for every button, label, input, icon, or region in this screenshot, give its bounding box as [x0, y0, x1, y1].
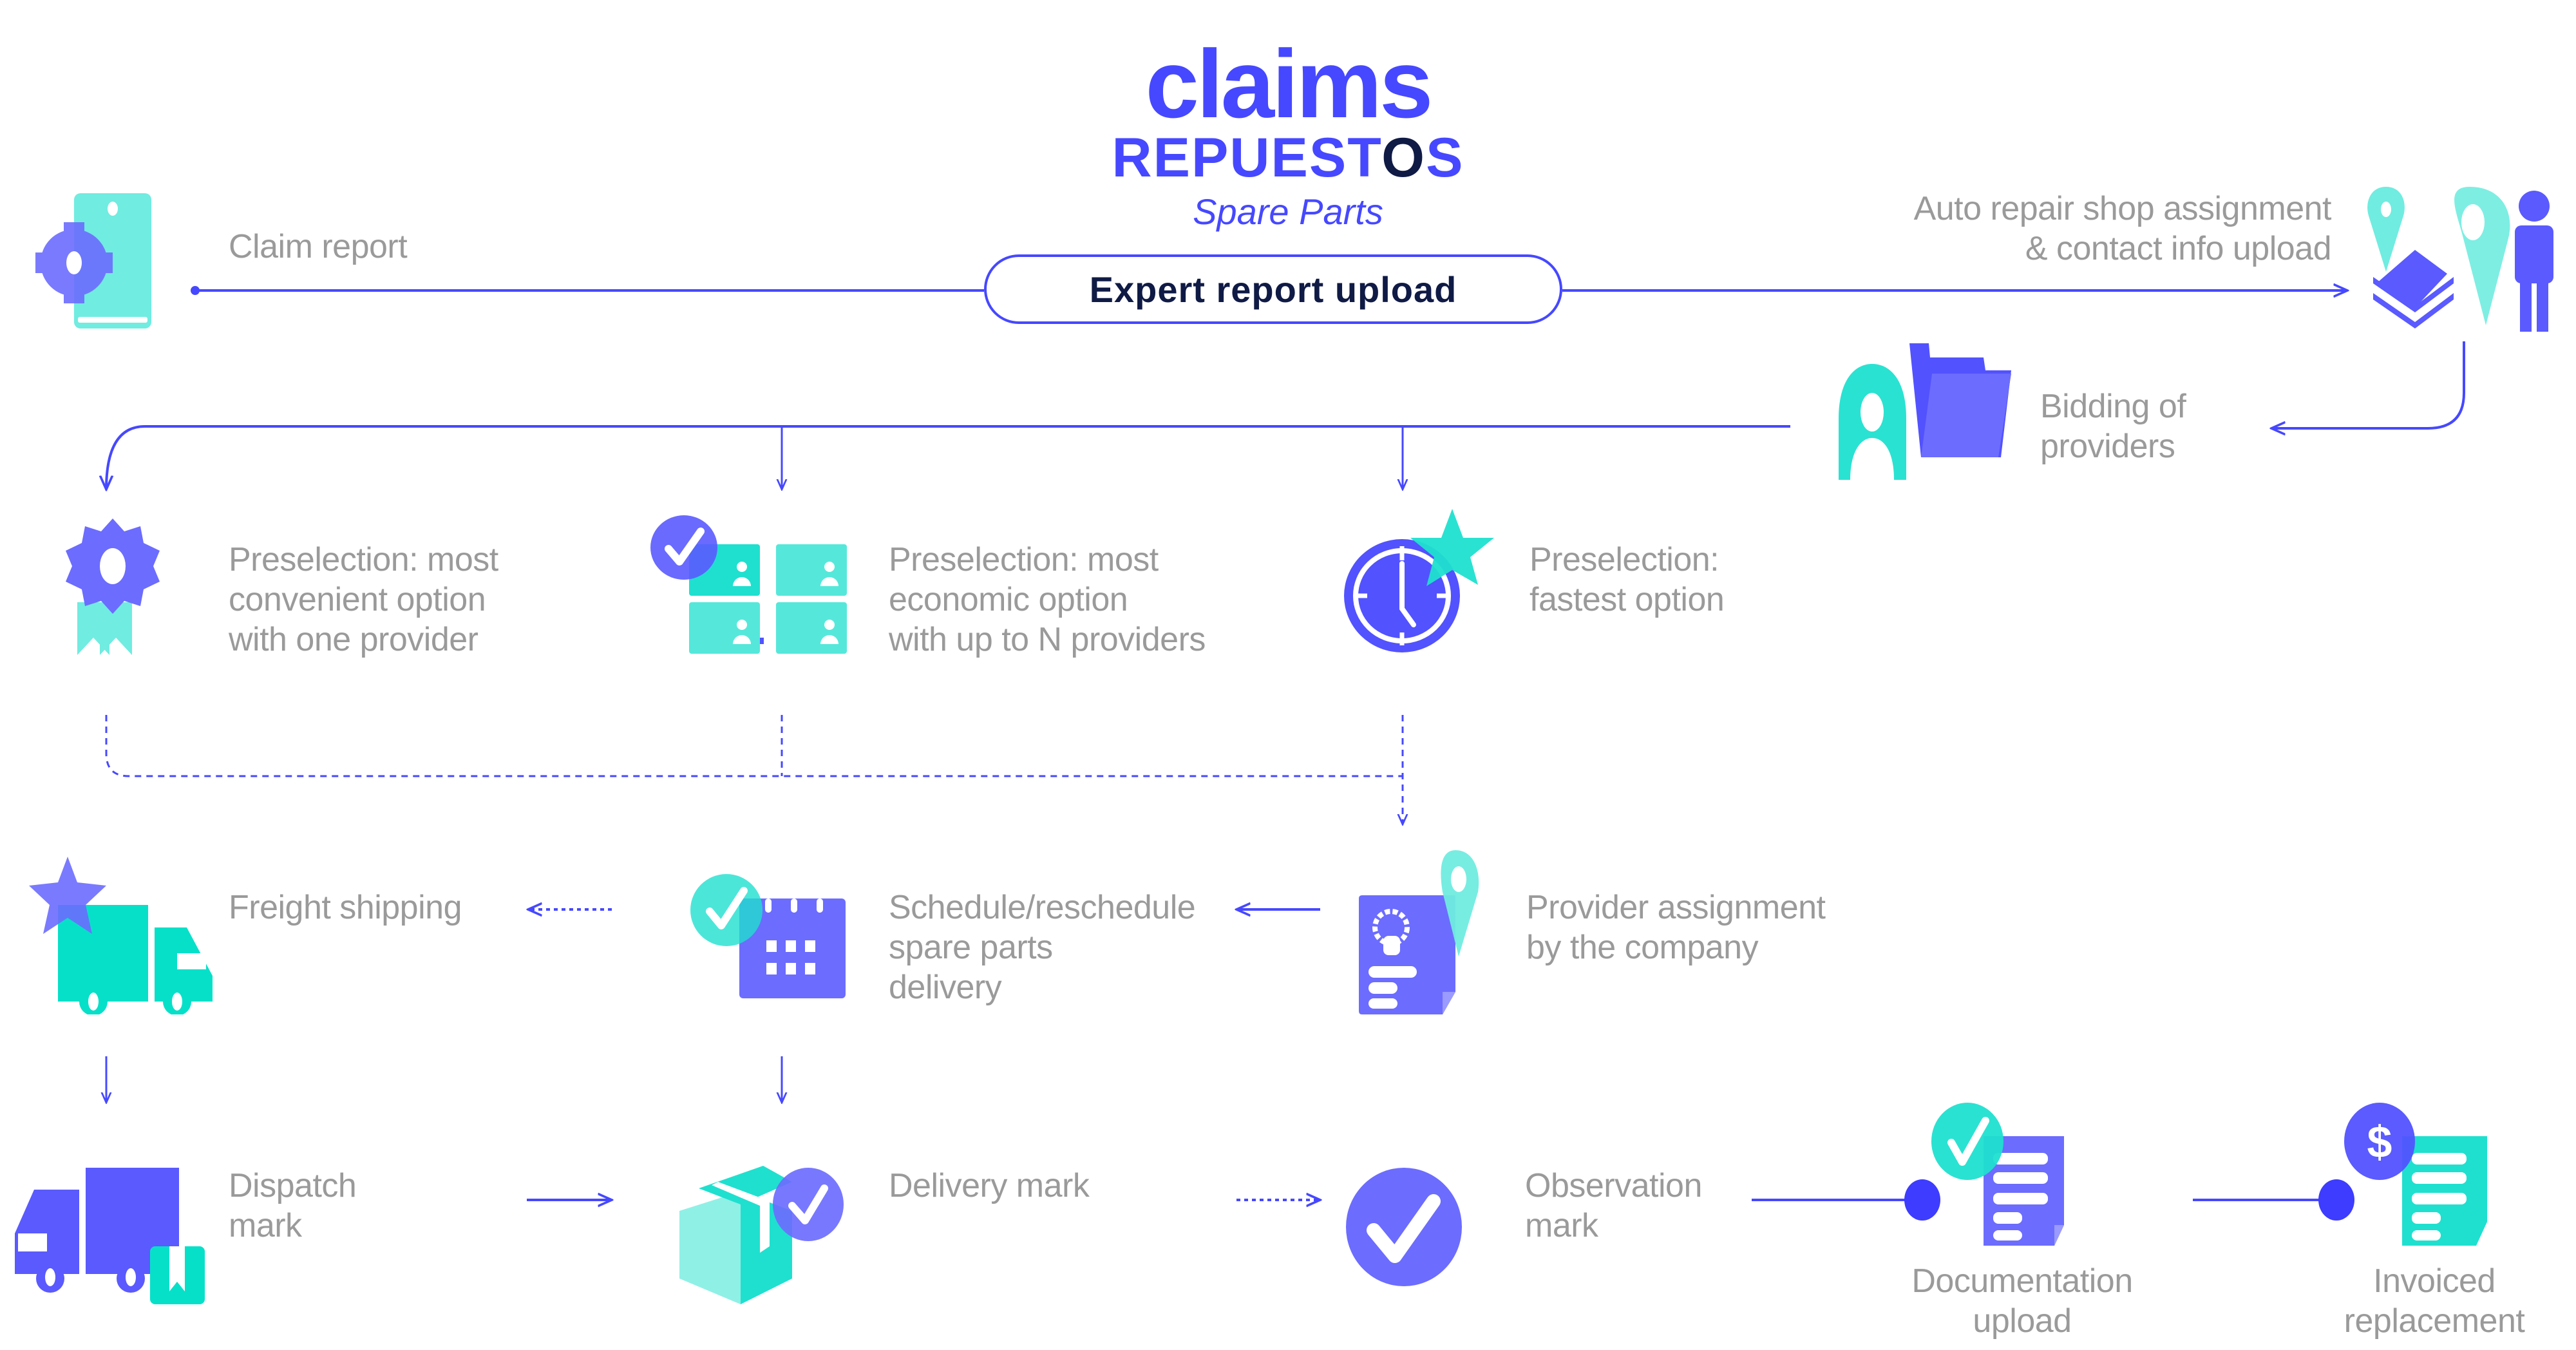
label-line: Observation [1525, 1167, 1702, 1204]
label-line: & contact info upload [2025, 230, 2332, 267]
step-auto-repair: Auto repair shop assignment & contact in… [1739, 189, 2332, 269]
connector-to-bidding [2271, 341, 2465, 428]
step-documentation-upload: Documentation upload [1868, 1261, 2177, 1341]
label-line: Schedule/reschedule [889, 889, 1196, 926]
connector-to-preselections [106, 425, 1790, 490]
step-provider-assignment: Provider assignment by the company [1526, 888, 1826, 967]
product-name: REPUESTOS [0, 129, 2576, 187]
dollar-sign: $ [2367, 1117, 2392, 1167]
label-line: spare parts [889, 929, 1053, 966]
label-line: Claim report [229, 228, 408, 265]
label-line: replacement [2344, 1302, 2525, 1340]
truck-package-icon [15, 1168, 205, 1304]
step-invoiced-replacement: Invoiced replacement [2280, 1261, 2576, 1341]
label-line: with up to N providers [889, 621, 1206, 658]
label-line: by the company [1526, 929, 1759, 966]
label-line: economic option [889, 581, 1128, 618]
label-line: Bidding of [2040, 388, 2186, 425]
label-line: Auto repair shop assignment [1913, 190, 2332, 227]
clock-star-icon [1344, 509, 1494, 652]
product-name-o: O [1381, 127, 1426, 189]
product-subtitle: Spare Parts [1193, 191, 1383, 232]
user-folder-icon [1839, 343, 2011, 480]
brand-logo: claims [1145, 30, 1434, 138]
connector-dot [191, 286, 200, 295]
label-line: fastest option [1530, 581, 1725, 618]
check-circle-icon [1346, 1168, 1462, 1286]
label-line: mark [229, 1207, 302, 1244]
step-expert-report-upload[interactable]: Expert report upload [984, 254, 1562, 324]
document-check-icon [1931, 1103, 2064, 1246]
step-preselection-convenient: Preselection: most convenient option wit… [229, 540, 498, 660]
label-line: Dispatch [229, 1167, 357, 1204]
step-claim-report: Claim report [229, 227, 408, 267]
step-bidding-of-providers: Bidding of providers [2040, 386, 2186, 466]
box-check-icon [679, 1166, 844, 1304]
product-name-suffix: S [1426, 127, 1464, 189]
label-line: Freight shipping [229, 889, 462, 926]
dashed-merge-left [105, 715, 1403, 777]
step-freight-shipping: Freight shipping [229, 888, 462, 927]
step-preselection-economic: Preselection: most economic option with … [889, 540, 1206, 660]
label-line: Preselection: most [889, 541, 1159, 578]
label-line: Provider assignment [1526, 889, 1826, 926]
label-line: Preselection: [1530, 541, 1719, 578]
provider-network-icon [650, 515, 847, 654]
connector-node-documentation [1904, 1179, 1940, 1221]
step-preselection-fastest: Preselection: fastest option [1530, 540, 1725, 620]
document-pin-icon [1359, 850, 1479, 1014]
step-schedule-delivery: Schedule/reschedule spare parts delivery [889, 888, 1196, 1007]
calendar-check-icon [690, 874, 846, 998]
label-line: convenient option [229, 581, 486, 618]
label-line: upload [1973, 1302, 2072, 1340]
step-observation-mark: Observation mark [1525, 1166, 1702, 1246]
location-person-icon [2367, 187, 2553, 332]
step-dispatch-mark: Dispatch mark [229, 1166, 357, 1246]
connector-node-invoiced [2318, 1179, 2354, 1221]
label-line: delivery [889, 969, 1002, 1006]
invoice-dollar-icon: $ [2344, 1103, 2487, 1246]
award-badge-icon [66, 518, 160, 655]
step-delivery-mark: Delivery mark [889, 1166, 1090, 1206]
label-line: with one provider [229, 621, 478, 658]
label-line: Preselection: most [229, 541, 498, 578]
label-line: providers [2040, 428, 2175, 465]
truck-star-icon [29, 857, 213, 1014]
label-line: Documentation [1911, 1262, 2133, 1300]
label-line: mark [1525, 1207, 1598, 1244]
label-line: Delivery mark [889, 1167, 1090, 1204]
label-line: Invoiced [2373, 1262, 2496, 1300]
product-name-main: REPUEST [1112, 127, 1382, 189]
phone-gear-icon [35, 193, 151, 328]
